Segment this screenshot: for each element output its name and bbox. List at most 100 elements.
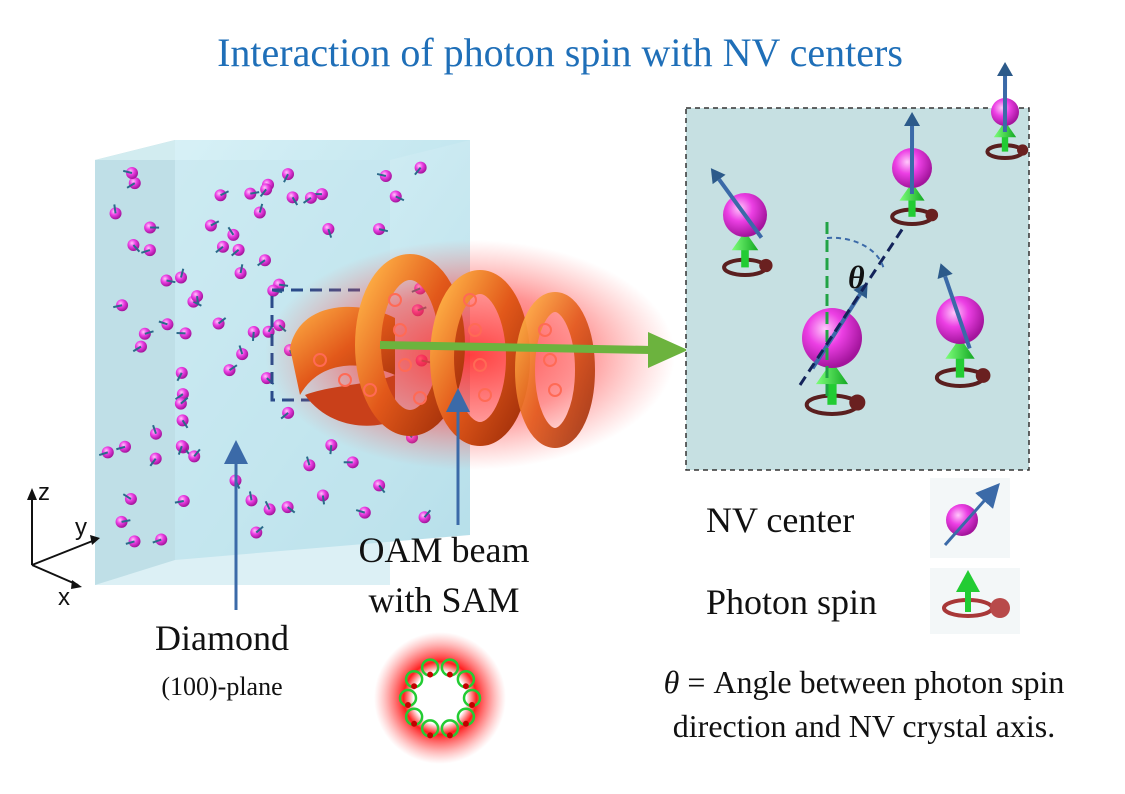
nv-center-dot [244, 187, 260, 200]
nv-center-dot [141, 244, 156, 257]
sam-circle [473, 358, 487, 372]
oam-beam [265, 240, 675, 470]
legend: NV center Photon spin [706, 478, 1020, 634]
nv-center-dot [149, 424, 162, 440]
nv-center-dot [144, 221, 160, 234]
nv-center-dot [236, 345, 249, 361]
nv-center-dot [257, 254, 271, 267]
nv-center-dot [175, 268, 188, 284]
nv-center-dot [125, 535, 141, 548]
nv-center-dot [227, 226, 240, 241]
nv-center-dot [176, 327, 192, 340]
nv-center-dot [302, 191, 317, 204]
theta-arc [826, 236, 885, 271]
diamond-label: Diamond [155, 618, 289, 658]
nv-center-dot [149, 452, 162, 467]
sam-circle [548, 383, 562, 397]
nv-center-dot [231, 243, 245, 257]
nv-center-dot [263, 500, 276, 516]
legend-photon-spin-icon [930, 568, 1020, 634]
nv-center-dot [245, 491, 258, 507]
nv-center-dot [250, 525, 264, 539]
zoom-arrow [379, 332, 688, 368]
nv-center-dot [176, 414, 189, 429]
sam-circle [543, 353, 557, 367]
axis-z-label: z [38, 479, 50, 506]
inset-nv-unit [710, 168, 773, 277]
legend-nv-center-icon [930, 478, 1010, 558]
sam-circle [398, 358, 412, 372]
nv-center-dot [247, 325, 260, 341]
inset-nv-unit [934, 263, 991, 389]
nv-center-dot [127, 238, 141, 253]
nv-center-dot [223, 364, 238, 377]
nv-center-dot [259, 183, 273, 198]
nv-center-dot [343, 456, 359, 469]
nv-center-dot [175, 366, 188, 382]
nv-center-dot [355, 506, 371, 519]
sam-circle [393, 323, 407, 337]
nv-center-dot [418, 509, 432, 524]
nv-center-dot [174, 494, 190, 507]
sam-circle [338, 373, 352, 387]
axis-y-label: y [75, 514, 87, 541]
nv-center-dot [286, 191, 299, 206]
figure-title: Interaction of photon spin with NV cente… [217, 30, 903, 75]
nv-center-dot [116, 440, 131, 453]
nv-center-dot [138, 327, 154, 340]
inset-nv-unit [985, 62, 1029, 161]
beam-coil-4 [515, 292, 595, 448]
sam-circle [538, 323, 552, 337]
caption-line-1-text: = Angle between photon spin [679, 664, 1064, 700]
sam-circle [363, 383, 377, 397]
nv-center-dot [123, 166, 138, 179]
nv-center-dot [389, 190, 405, 203]
nv-center-dot [325, 439, 338, 455]
oam-beam-label: OAM beam [359, 530, 530, 570]
sam-circle [313, 353, 327, 367]
axis-x-label: x [58, 584, 70, 611]
nv-center-dot [212, 317, 227, 330]
nv-center-dot [175, 440, 188, 455]
inset-nv-unit [890, 112, 939, 227]
nv-center-dot [98, 446, 114, 459]
nv-center-dot [316, 489, 329, 505]
legend-nv-center-label: NV center [706, 500, 854, 540]
nv-center-dot [113, 299, 129, 312]
nv-center-dot [414, 161, 427, 176]
caption-line-2: direction and NV crystal axis. [673, 708, 1055, 744]
nv-center-dot [191, 290, 204, 306]
nv-center-dot [214, 189, 230, 202]
nv-center-dot [122, 492, 137, 505]
nv-center-dot [174, 388, 189, 401]
nv-center-dot [132, 340, 147, 353]
nv-center-dot [322, 223, 335, 238]
nv-center-dot [109, 204, 122, 220]
axes-triad: z y x [27, 479, 100, 611]
caption-theta-symbol: θ [664, 664, 680, 700]
theta-label: θ [848, 259, 865, 295]
beam-cross-section [374, 632, 506, 764]
sam-circle [478, 388, 492, 402]
sam-label: with SAM [368, 580, 519, 620]
nv-center-dot [152, 533, 168, 546]
legend-photon-spin-label: Photon spin [706, 582, 877, 622]
nv-center-dot [281, 501, 296, 514]
nv-center-dot [253, 203, 266, 219]
nv-center-dot [281, 168, 294, 183]
diamond-plane-label: (100)-plane [161, 672, 282, 701]
sam-circle [468, 323, 482, 337]
sam-circle [463, 293, 477, 307]
inset-panel: θ [685, 62, 1030, 471]
cross-section-spin-circles [398, 658, 482, 739]
beam-sam-circles [313, 293, 562, 405]
sam-circle [413, 391, 427, 405]
nv-center-dot [115, 515, 131, 528]
diamond-slab [95, 140, 470, 585]
nv-center-dot [160, 274, 176, 287]
nv-center-dot [373, 223, 389, 236]
sam-circle [388, 293, 402, 307]
nv-center-dot [126, 177, 141, 190]
nv-center-dot [373, 479, 386, 494]
